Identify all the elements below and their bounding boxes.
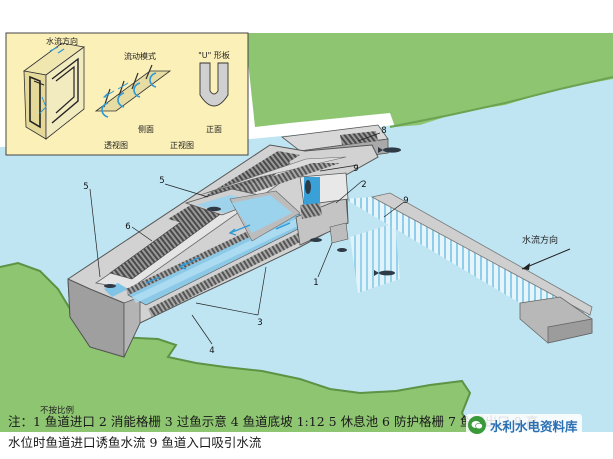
not-to-scale-note: 不按比例 xyxy=(40,405,74,416)
caption-line-2: 水位时鱼道进口诱鱼水流 9 鱼道入口吸引水流 xyxy=(8,435,262,450)
upper-bank-land xyxy=(245,33,613,127)
inset-elevation-view: 正视图 xyxy=(170,140,194,150)
watermark-text: 水利水电资料库 xyxy=(490,418,578,434)
main-flow-direction: 水流方向 xyxy=(521,234,571,270)
inset-flow-pattern: 流动模式 xyxy=(124,51,156,61)
callout-5-upper: 5 xyxy=(159,176,164,186)
attraction-channel xyxy=(345,192,593,344)
callout-4: 4 xyxy=(209,346,214,356)
main-flow-label: 水流方向 xyxy=(522,234,558,246)
caption-line-1: 注：1 鱼道进口 2 消能格栅 3 过鱼示意 4 鱼道底坡 1:12 5 休息池… xyxy=(8,414,539,429)
fishway-entrance xyxy=(295,172,349,246)
flow-arrows xyxy=(145,222,291,284)
inset-flow-pattern-drawing xyxy=(94,64,172,118)
callout-7: 8 xyxy=(381,126,386,136)
wechat-icon xyxy=(468,416,486,434)
callout-8: 9 xyxy=(353,164,358,174)
callout-6: 6 xyxy=(125,222,130,232)
callout-2: 2 xyxy=(361,180,366,190)
callout-3: 3 xyxy=(257,318,262,328)
inset-side-view: 侧面 xyxy=(138,124,154,134)
inset-u-baffle: "U" 形板 xyxy=(198,50,230,60)
figure-caption: 注：1 鱼道进口 2 消能格栅 3 过鱼示意 4 鱼道底坡 1:12 5 休息池… xyxy=(8,411,608,453)
inset-front-view: 正面 xyxy=(206,125,222,134)
inset-panel: 水流方向 流动模式 侧面 "U" 形板 正面 透视图 正视图 xyxy=(5,32,249,156)
inset-perspective-drawing xyxy=(23,42,85,140)
callout-5-lower: 5 xyxy=(83,182,88,192)
watermark: 水利水电资料库 xyxy=(466,414,582,436)
callout-9: 9 xyxy=(403,196,408,206)
inset-perspective-view: 透视图 xyxy=(104,140,128,150)
inset-u-baffle-drawing xyxy=(199,62,229,107)
fish-icons xyxy=(104,147,401,288)
lower-bank-land xyxy=(0,263,472,432)
inset-flow-direction: 水流方向 xyxy=(46,36,78,46)
callout-1: 1 xyxy=(313,278,318,288)
